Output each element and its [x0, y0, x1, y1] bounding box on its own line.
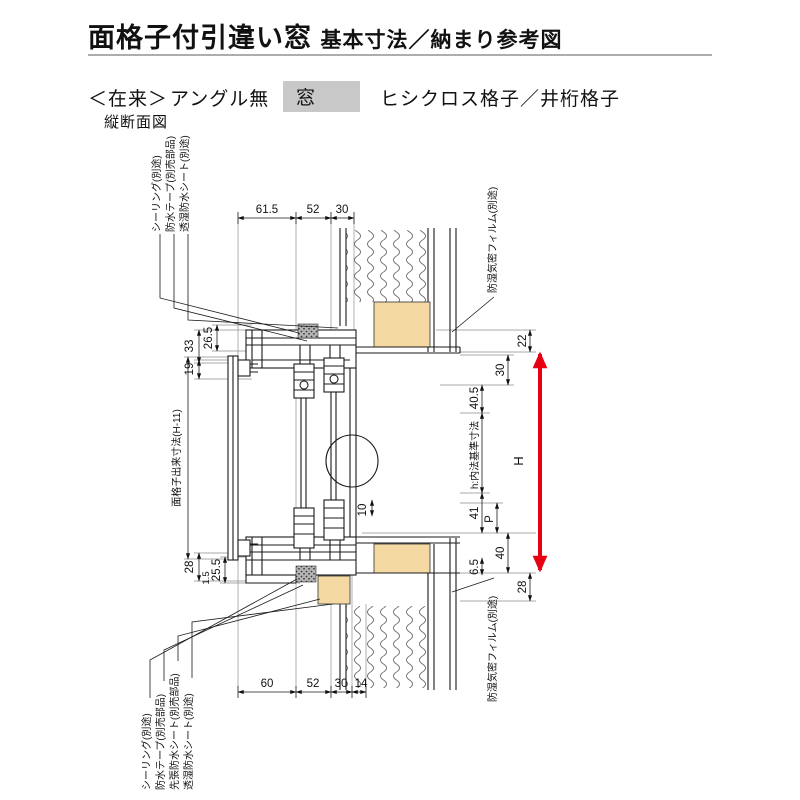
dim-left-25-5: 25.5 — [211, 559, 223, 581]
dim-bottom-4: 14 — [355, 678, 368, 690]
dim-top-2: 52 — [307, 204, 320, 216]
dim-right-p: P — [484, 515, 496, 523]
dim-bottom-1: 60 — [261, 678, 274, 690]
label-lattice-dimension: 面格子出来寸法(H-11) — [170, 409, 183, 507]
wall-structure — [296, 228, 461, 690]
page-title-sub: 基本寸法／納まり参考図 — [320, 29, 563, 52]
spec-angle-type: アングル無 — [170, 89, 270, 110]
dim-inner-10: 10 — [357, 504, 369, 517]
title-underline — [88, 54, 712, 56]
label-breathable-sheet-top: 透湿防水シート(別途) — [178, 135, 191, 232]
label-sealing-top: シーリング(別途) — [150, 155, 163, 232]
dim-top-1: 61.5 — [256, 204, 278, 216]
dim-right-22: 22 — [517, 335, 529, 348]
dim-left-19: 19 — [184, 363, 196, 376]
page-title-main: 面格子付引違い窓 — [88, 23, 312, 53]
dim-bottom-3: 30 — [335, 678, 348, 690]
leader-lines — [149, 234, 495, 698]
waterproof-tape-top — [297, 323, 319, 339]
label-pre-waterproof-sheet-bottom: 先張防水シート(別売部品) — [168, 673, 181, 790]
wood-block-bottom-right — [373, 543, 431, 574]
spec-window-highlight: 窓 — [283, 81, 360, 112]
dim-left-1-5: 1.5 — [201, 571, 212, 584]
label-waterproof-tape-top: 防水テープ(別売部品) — [164, 136, 177, 232]
roller-top-outer — [299, 380, 309, 390]
dim-left-26-5: 26.5 — [203, 327, 215, 349]
waterproof-tape-bottom — [295, 565, 317, 583]
page-title: 面格子付引違い窓 基本寸法／納まり参考図 — [88, 16, 563, 55]
dim-right-41: 41 — [469, 507, 481, 520]
section-view-label: 縦断面図 — [104, 114, 169, 131]
insulation-top — [346, 230, 428, 302]
label-vapor-film-top: 防湿気密フィルム(別途) — [486, 187, 499, 293]
lattice-bracket-top — [237, 359, 251, 377]
dim-right-40: 40 — [495, 547, 507, 560]
handle-crescent — [325, 436, 343, 486]
dim-right-28: 28 — [517, 581, 529, 594]
label-breathable-sheet-bottom: 透湿防水シート(別途) — [182, 693, 195, 790]
dim-overall-H: H — [511, 456, 526, 465]
roller-top-inner — [329, 374, 339, 384]
dim-bottom-2: 52 — [307, 678, 320, 690]
sliding-sashes — [293, 357, 345, 549]
dim-top-3: 30 — [336, 204, 349, 216]
dim-right-30: 30 — [495, 364, 507, 377]
wood-block-bottom-left — [317, 575, 351, 605]
insulation-bottom — [346, 606, 428, 688]
label-vapor-film-bottom: 防湿気密フィルム(別途) — [486, 596, 499, 702]
spec-lattice-type: ヒシクロス格子／井桁格子 — [380, 89, 621, 110]
spec-construction-type: ＜在来＞ — [88, 89, 169, 110]
label-sealing-bottom: シーリング(別途) — [140, 713, 153, 790]
dim-right-h-label: h:内法基準寸法 — [468, 421, 481, 489]
label-waterproof-tape-bottom: 防水テープ(別売部品) — [154, 694, 167, 790]
dim-right-40-5: 40.5 — [469, 387, 481, 409]
lattice-bracket-bottom — [237, 539, 251, 557]
dimension-lines — [185, 212, 533, 698]
dim-left-33: 33 — [184, 340, 196, 353]
dim-left-28: 28 — [184, 561, 196, 574]
face-lattice — [227, 355, 258, 561]
dim-right-6-5: 6.5 — [469, 559, 481, 575]
wood-block-top — [373, 301, 431, 348]
